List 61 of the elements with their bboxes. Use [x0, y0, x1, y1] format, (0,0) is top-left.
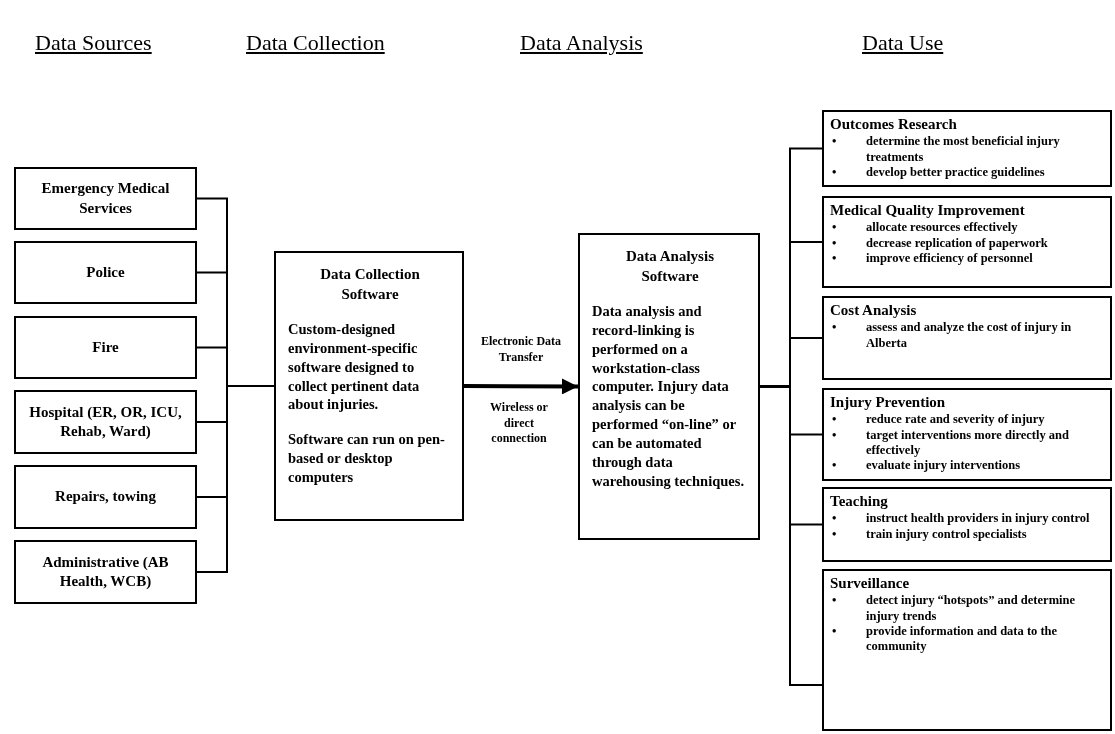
bullet-marker: • — [831, 458, 837, 474]
description-text: Data analysis and record-linking is performed on a workstation-class computer. Injury data analysis can be performed “on-line” or can be automated through data warehousing techniques. — [592, 302, 744, 491]
bullet-marker: • — [831, 235, 837, 251]
source-name: Hospital (ER, OR, ICU, Rehab, Ward) — [28, 402, 183, 441]
column-heading: Data Analysis — [520, 30, 643, 56]
bullet-marker: • — [831, 250, 837, 267]
bullet-text: improve efficiency of personnel — [866, 250, 1034, 267]
bullet-text: decrease replication of paperwork — [866, 235, 1049, 251]
bullet-marker: • — [831, 164, 837, 181]
source-box — [14, 167, 197, 230]
column-heading: Data Use — [862, 30, 944, 56]
box-heading: Data Analysis Software — [625, 247, 715, 286]
bullet-marker: • — [831, 412, 837, 428]
source-box — [14, 465, 197, 529]
source-name: Emergency Medical Services — [40, 179, 171, 218]
data-use-box — [822, 196, 1112, 288]
box-heading: Cost Analysis — [830, 301, 918, 320]
source-name: Fire — [92, 337, 119, 357]
bullet-text: develop better practice guidelines — [866, 164, 1046, 181]
bullet-text: assess and analyze the cost of injury in Alberta — [866, 320, 1073, 351]
box-heading: Medical Quality Improvement — [830, 201, 1026, 220]
connector-line — [196, 385, 275, 573]
bullet-text: instruct health providers in injury control — [866, 511, 1091, 527]
bullet-text: reduce rate and severity of injury — [866, 412, 1046, 428]
box-heading: Teaching — [830, 492, 889, 511]
bullet-marker: • — [831, 526, 837, 542]
bullet-marker: • — [831, 427, 837, 444]
bullet-marker: • — [831, 593, 837, 610]
box-heading: Outcomes Research — [830, 115, 958, 134]
bullet-text: allocate resources effectively — [866, 220, 1019, 236]
description-text: Custom-designed environment-specific software designed to collect pertinent data about injuries. — [288, 320, 421, 415]
bullet-marker: • — [831, 320, 837, 337]
box-heading: Data Collection Software — [319, 265, 421, 304]
source-box — [14, 316, 197, 379]
box-heading: Injury Prevention — [830, 393, 947, 412]
data-use-box — [822, 110, 1112, 187]
bullet-text: provide information and data to the community — [866, 623, 1059, 655]
bullet-marker: • — [831, 134, 837, 151]
data-use-box — [822, 569, 1112, 731]
data-use-box — [822, 388, 1112, 481]
connector-line — [759, 385, 823, 686]
bullet-marker: • — [831, 220, 837, 236]
bullet-text: evaluate injury interventions — [866, 458, 1022, 474]
data-use-box — [822, 296, 1112, 380]
software-box — [274, 251, 464, 521]
software-box — [578, 233, 760, 540]
source-name: Repairs, towing — [55, 487, 156, 507]
source-name: Police — [86, 262, 125, 282]
source-box — [14, 241, 197, 304]
column-heading: Data Collection — [246, 30, 385, 56]
bullet-marker: • — [831, 511, 837, 527]
arrow — [464, 378, 578, 395]
box-heading: Surveillance — [830, 574, 911, 593]
description-text: Software can run on pen-based or desktop computers — [288, 430, 446, 487]
bullet-marker: • — [831, 623, 837, 640]
column-heading: Data Sources — [35, 30, 152, 56]
source-name: Administrative (AB Health, WCB) — [41, 552, 170, 591]
bullet-text: train injury control specialists — [866, 526, 1028, 542]
source-box — [14, 390, 197, 454]
data-use-box — [822, 487, 1112, 562]
source-box — [14, 540, 197, 604]
